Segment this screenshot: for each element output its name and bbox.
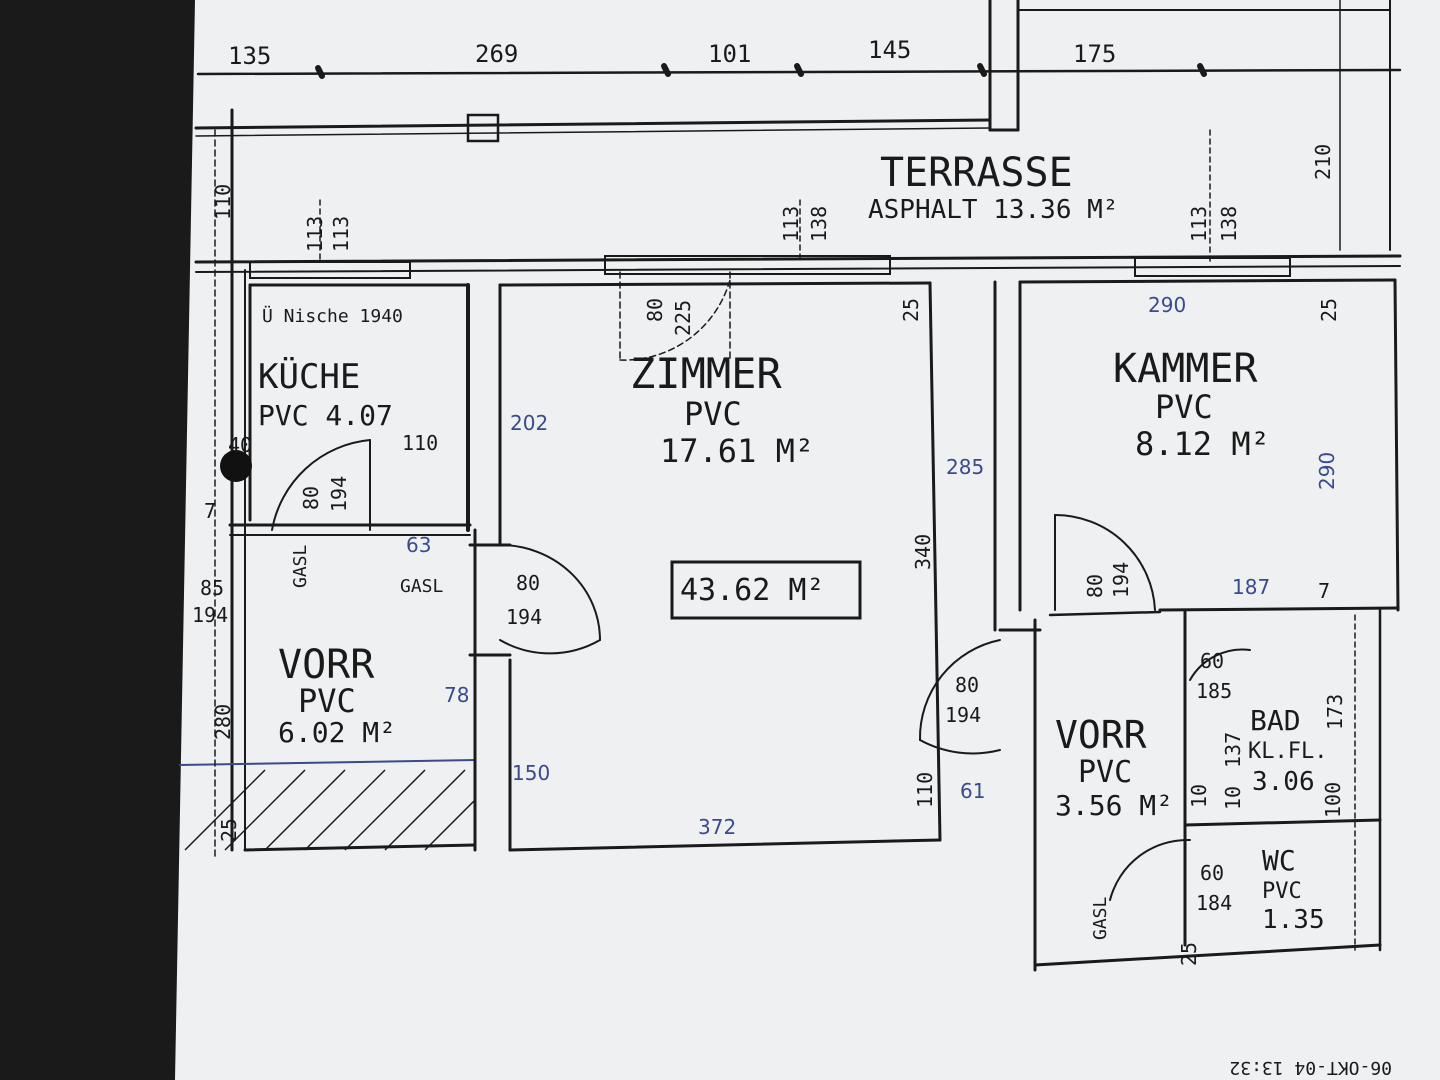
dimension-label: 280: [211, 704, 235, 740]
door-label: GASL: [290, 544, 311, 588]
punch-hole: [220, 450, 252, 482]
room-area-wc: 1.35: [1262, 905, 1325, 935]
dimension-label: 225: [671, 300, 695, 336]
dimension-label: 110: [402, 431, 438, 455]
dimension-label: 25: [1317, 298, 1341, 322]
total-area: 43.62 M²: [680, 573, 825, 608]
room-area-bad: 3.06: [1252, 767, 1315, 797]
dimension-label: 80: [643, 298, 667, 322]
dimension-label: 10: [1221, 786, 1245, 810]
dimension-label: 80: [955, 673, 979, 697]
dimension-label: 173: [1323, 694, 1347, 730]
room-area-kammer: 8.12 M²: [1135, 425, 1270, 463]
room-name-bad: BAD: [1250, 704, 1301, 737]
dimension-label: 185: [1196, 679, 1232, 703]
top-dimension-label: 269: [475, 40, 518, 68]
room-floor-bad: KL.FL.: [1248, 739, 1327, 764]
room-name-zimmer: ZIMMER: [630, 349, 782, 398]
room-area-zimmer: 17.61 M²: [660, 432, 814, 470]
dimension-label: 340: [911, 534, 935, 570]
dimension-label: 184: [1196, 891, 1232, 915]
wall-lines: [179, 0, 1402, 972]
top-dimension-label: 175: [1073, 40, 1116, 68]
dimension-label: 113: [303, 216, 327, 252]
room-name-vorr2: VORR: [1055, 713, 1147, 757]
dimension-label: 194: [1109, 562, 1133, 598]
terrace-info: ASPHALT 13.36 M²: [868, 195, 1118, 225]
dimension-label: 113: [329, 216, 353, 252]
dimension-label: 113: [779, 206, 803, 242]
dimension-label: 100: [1321, 782, 1345, 818]
dimension-label: 80: [1083, 574, 1107, 598]
handwritten-label: 61: [960, 779, 985, 803]
room-name-kammer: KAMMER: [1113, 346, 1258, 392]
room-name-wc: WC: [1262, 844, 1296, 877]
dimension-label: 25: [1177, 942, 1201, 966]
room-floor-vorr1: PVC: [298, 682, 356, 720]
dimension-label: 80: [299, 486, 323, 510]
handwritten-label: 285: [946, 455, 984, 479]
top-dimension-label: 101: [708, 40, 751, 68]
handwritten-label: 202: [510, 411, 548, 435]
dimension-label: 194: [192, 603, 228, 627]
top-dimension-label: 145: [868, 36, 911, 64]
dimension-label: 138: [1217, 206, 1241, 242]
dimension-label: 110: [913, 772, 937, 808]
room-area-vorr1: 6.02 M²: [278, 716, 396, 749]
door-label: GASL: [1090, 896, 1111, 940]
dimension-label: 60: [1200, 649, 1224, 673]
room-name-vorr1: VORR: [278, 642, 375, 688]
top-dimension-label: 135: [228, 42, 271, 70]
fax-footer: 06-OKT-04 13:32: [1229, 1057, 1392, 1078]
dimension-label: 25: [899, 298, 923, 322]
dimension-label: 194: [945, 703, 981, 727]
handwritten-label: 372: [698, 815, 736, 839]
handwritten-label: 290: [1315, 452, 1339, 490]
handwritten-label: 78: [444, 683, 469, 707]
room-floor-kueche: PVC 4.07: [258, 399, 393, 432]
dimension-label: 10: [1187, 784, 1211, 808]
dimension-label: 194: [506, 605, 542, 629]
room-floor-kammer: PVC: [1155, 388, 1213, 426]
handwritten-label: 187: [1232, 575, 1270, 599]
dimension-label: 25: [217, 818, 241, 842]
dimension-label: 7: [1318, 579, 1330, 603]
dimension-label: 60: [1200, 861, 1224, 885]
door-label: GASL: [400, 576, 444, 597]
dimension-label: 138: [807, 206, 831, 242]
room-area-vorr2: 3.56 M²: [1055, 789, 1173, 822]
paper-sheet: [175, 0, 1440, 1080]
hatch-area: [184, 769, 476, 851]
room-floor-zimmer: PVC: [684, 395, 742, 433]
dimension-label: 80: [516, 571, 540, 595]
dimension-label: 110: [211, 184, 235, 220]
room-floor-wc: PVC: [1262, 879, 1302, 904]
handwritten-label: 290: [1148, 293, 1186, 317]
room-floor-vorr2: PVC: [1078, 755, 1132, 790]
handwritten-label: 63: [406, 533, 431, 557]
dimension-label: 210: [1311, 144, 1335, 180]
kitchen-note: Ü Nische 1940: [262, 305, 403, 327]
dimension-label: 137: [1221, 732, 1245, 768]
dimension-label: 7: [204, 499, 216, 523]
dimension-label: 85: [200, 576, 224, 600]
dimension-label: 40: [228, 433, 252, 457]
room-name-kueche: KÜCHE: [258, 356, 360, 397]
dimension-label: 113: [1187, 206, 1211, 242]
terrace-name: TERRASSE: [880, 150, 1073, 196]
dimension-label: 194: [327, 476, 351, 512]
handwritten-label: 150: [512, 761, 550, 785]
